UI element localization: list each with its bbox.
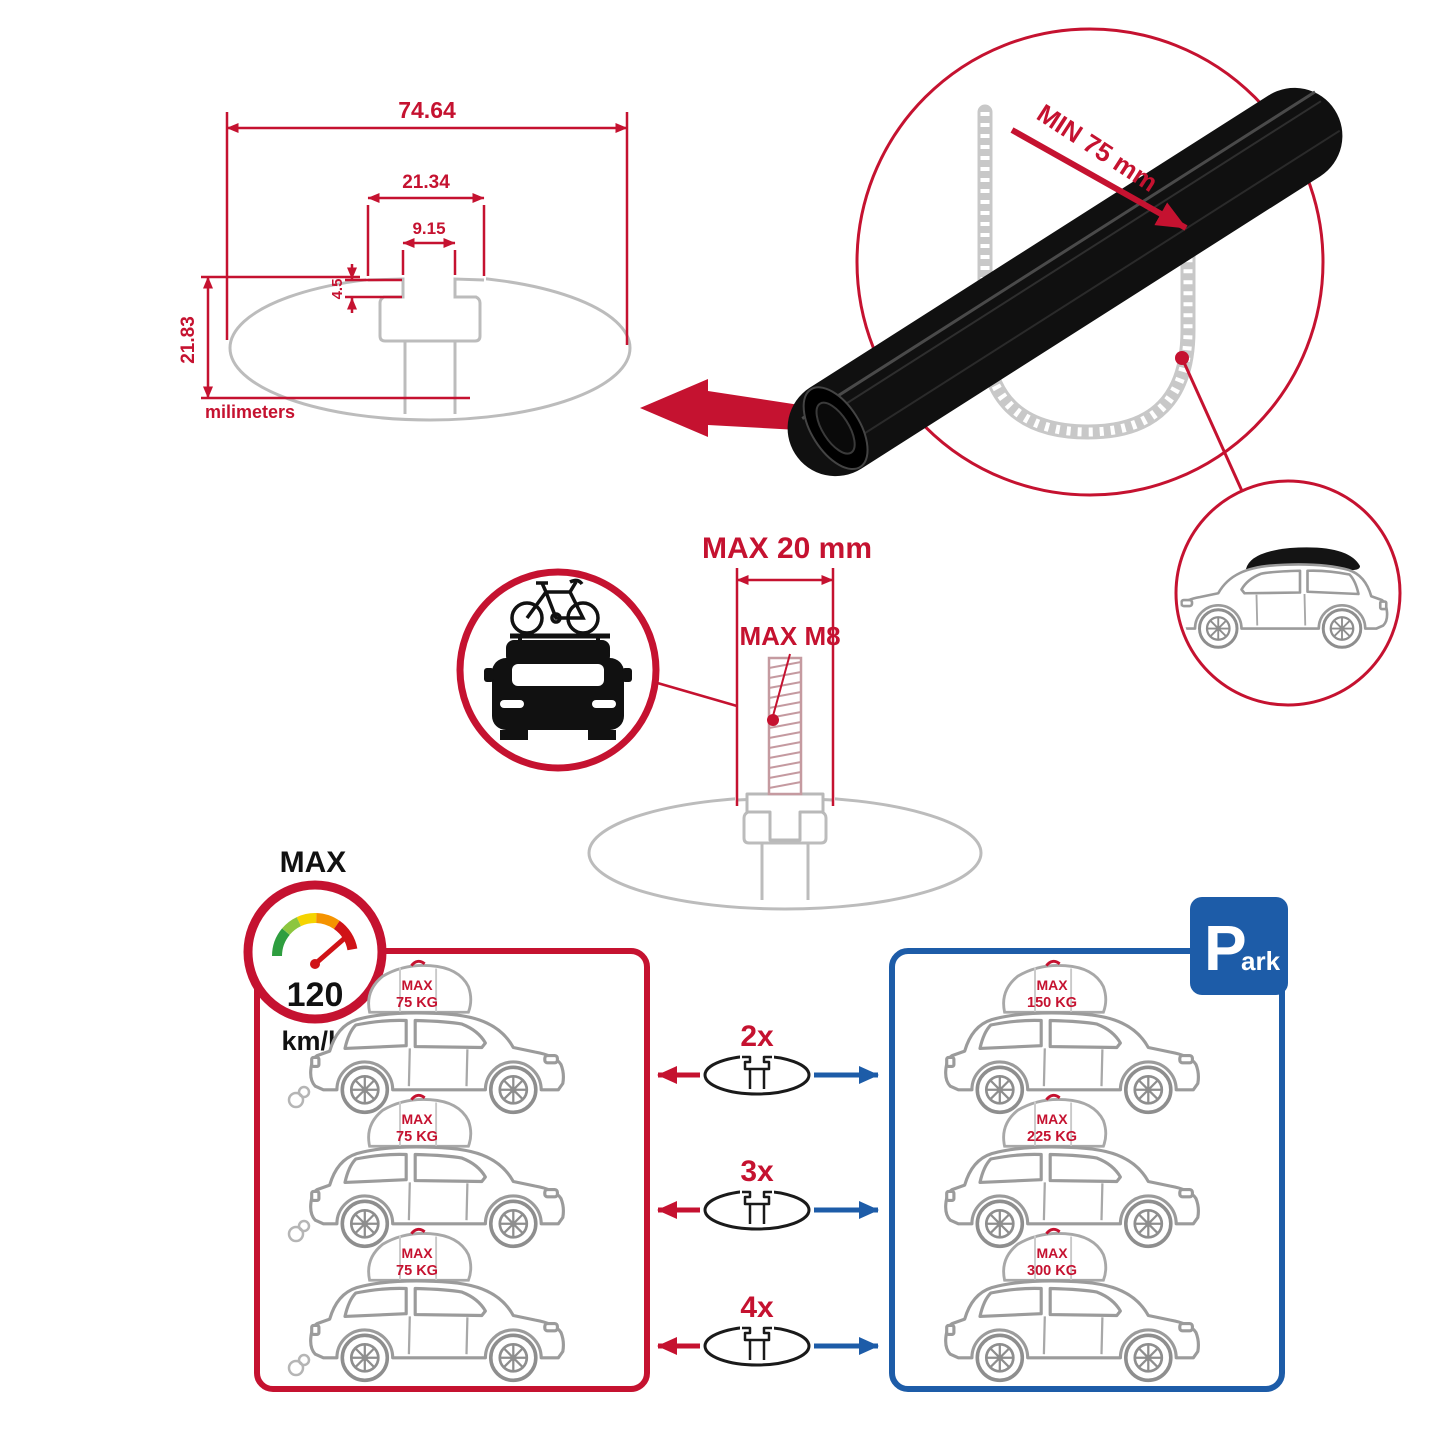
moving-car-row-3: MAX 75 KG	[287, 1227, 566, 1383]
bicycle-icon	[510, 578, 600, 635]
svg-text:75 KG: 75 KG	[396, 1263, 438, 1279]
svg-text:MAX 20 mm: MAX 20 mm	[702, 532, 872, 565]
dim-lip-depth: 4.5	[329, 264, 402, 313]
svg-text:MAX M8: MAX M8	[739, 621, 840, 651]
car-front-icon	[484, 633, 632, 740]
svg-text:150 KG: 150 KG	[1027, 995, 1077, 1011]
units-label: milimeters	[205, 402, 295, 422]
bike-car-callout	[456, 568, 738, 772]
profile-channel	[367, 277, 485, 343]
park-sign: P ark	[1190, 897, 1288, 995]
svg-text:MAX: MAX	[280, 846, 347, 879]
dim-height: 21.83	[178, 275, 470, 400]
parked-car-row-2: MAX 225 KG	[943, 1093, 1201, 1249]
parked-car-row-3: MAX 300 KG	[943, 1227, 1201, 1383]
dim-opening-width: 21.34	[366, 172, 486, 276]
bar-count-row-2: 3x	[657, 1155, 879, 1231]
dim-slot-width: 9.15	[401, 219, 457, 275]
crossbar-detail: MIN 75 mm	[787, 27, 1402, 707]
dimension-drawing: 74.64 21.34 9.15 4.5 21.83 milimeters	[178, 97, 632, 422]
svg-text:2x: 2x	[740, 1020, 774, 1053]
svg-text:120: 120	[287, 976, 344, 1014]
speedometer-icon	[243, 880, 387, 1024]
speed-limit: MAX 120 km/h	[243, 846, 387, 1056]
dim-total-width: 74.64	[225, 97, 629, 345]
svg-text:MAX: MAX	[401, 1111, 433, 1127]
min-span-label: MIN 75 mm	[1032, 98, 1163, 198]
min-span-arrow	[1010, 127, 1188, 231]
svg-text:75 KG: 75 KG	[396, 995, 438, 1011]
crossbar-3d	[787, 87, 1343, 477]
svg-text:75 KG: 75 KG	[396, 1129, 438, 1145]
svg-text:21.34: 21.34	[402, 172, 450, 193]
svg-text:3x: 3x	[740, 1155, 774, 1188]
detail-circle	[855, 27, 1325, 497]
svg-text:4x: 4x	[740, 1291, 774, 1324]
moving-car-row-1: MAX 75 KG	[287, 959, 566, 1115]
svg-text:MAX: MAX	[401, 1245, 433, 1261]
svg-text:9.15: 9.15	[412, 219, 445, 238]
dim-bolt-length: MAX 20 mm	[702, 532, 872, 806]
svg-text:MAX: MAX	[401, 977, 433, 993]
thread-callout: MAX M8	[739, 621, 841, 726]
svg-text:MAX: MAX	[1036, 1245, 1068, 1261]
t-bolt	[745, 656, 825, 842]
svg-text:MAX: MAX	[1036, 1111, 1068, 1127]
svg-text:225 KG: 225 KG	[1027, 1129, 1077, 1145]
svg-text:74.64: 74.64	[398, 97, 456, 123]
parked-car-row-1: MAX 150 KG	[943, 959, 1201, 1115]
moving-car-row-2: MAX 75 KG	[287, 1093, 566, 1249]
svg-text:P: P	[1204, 912, 1247, 984]
profile-web	[403, 341, 457, 414]
svg-text:21.83: 21.83	[178, 316, 199, 364]
bolt-detail: MAX 20 mm MAX M8	[456, 532, 983, 911]
bar-count-row-3: 4x	[657, 1291, 879, 1367]
svg-text:4.5: 4.5	[329, 279, 346, 300]
bar-count-row-1: 2x	[657, 1020, 879, 1096]
svg-text:MAX: MAX	[1036, 977, 1068, 993]
svg-text:ark: ark	[1241, 946, 1281, 976]
svg-text:300 KG: 300 KG	[1027, 1263, 1077, 1279]
suv-callout	[1174, 479, 1402, 707]
profile-web-2	[760, 843, 810, 900]
callout-line	[1180, 357, 1244, 492]
